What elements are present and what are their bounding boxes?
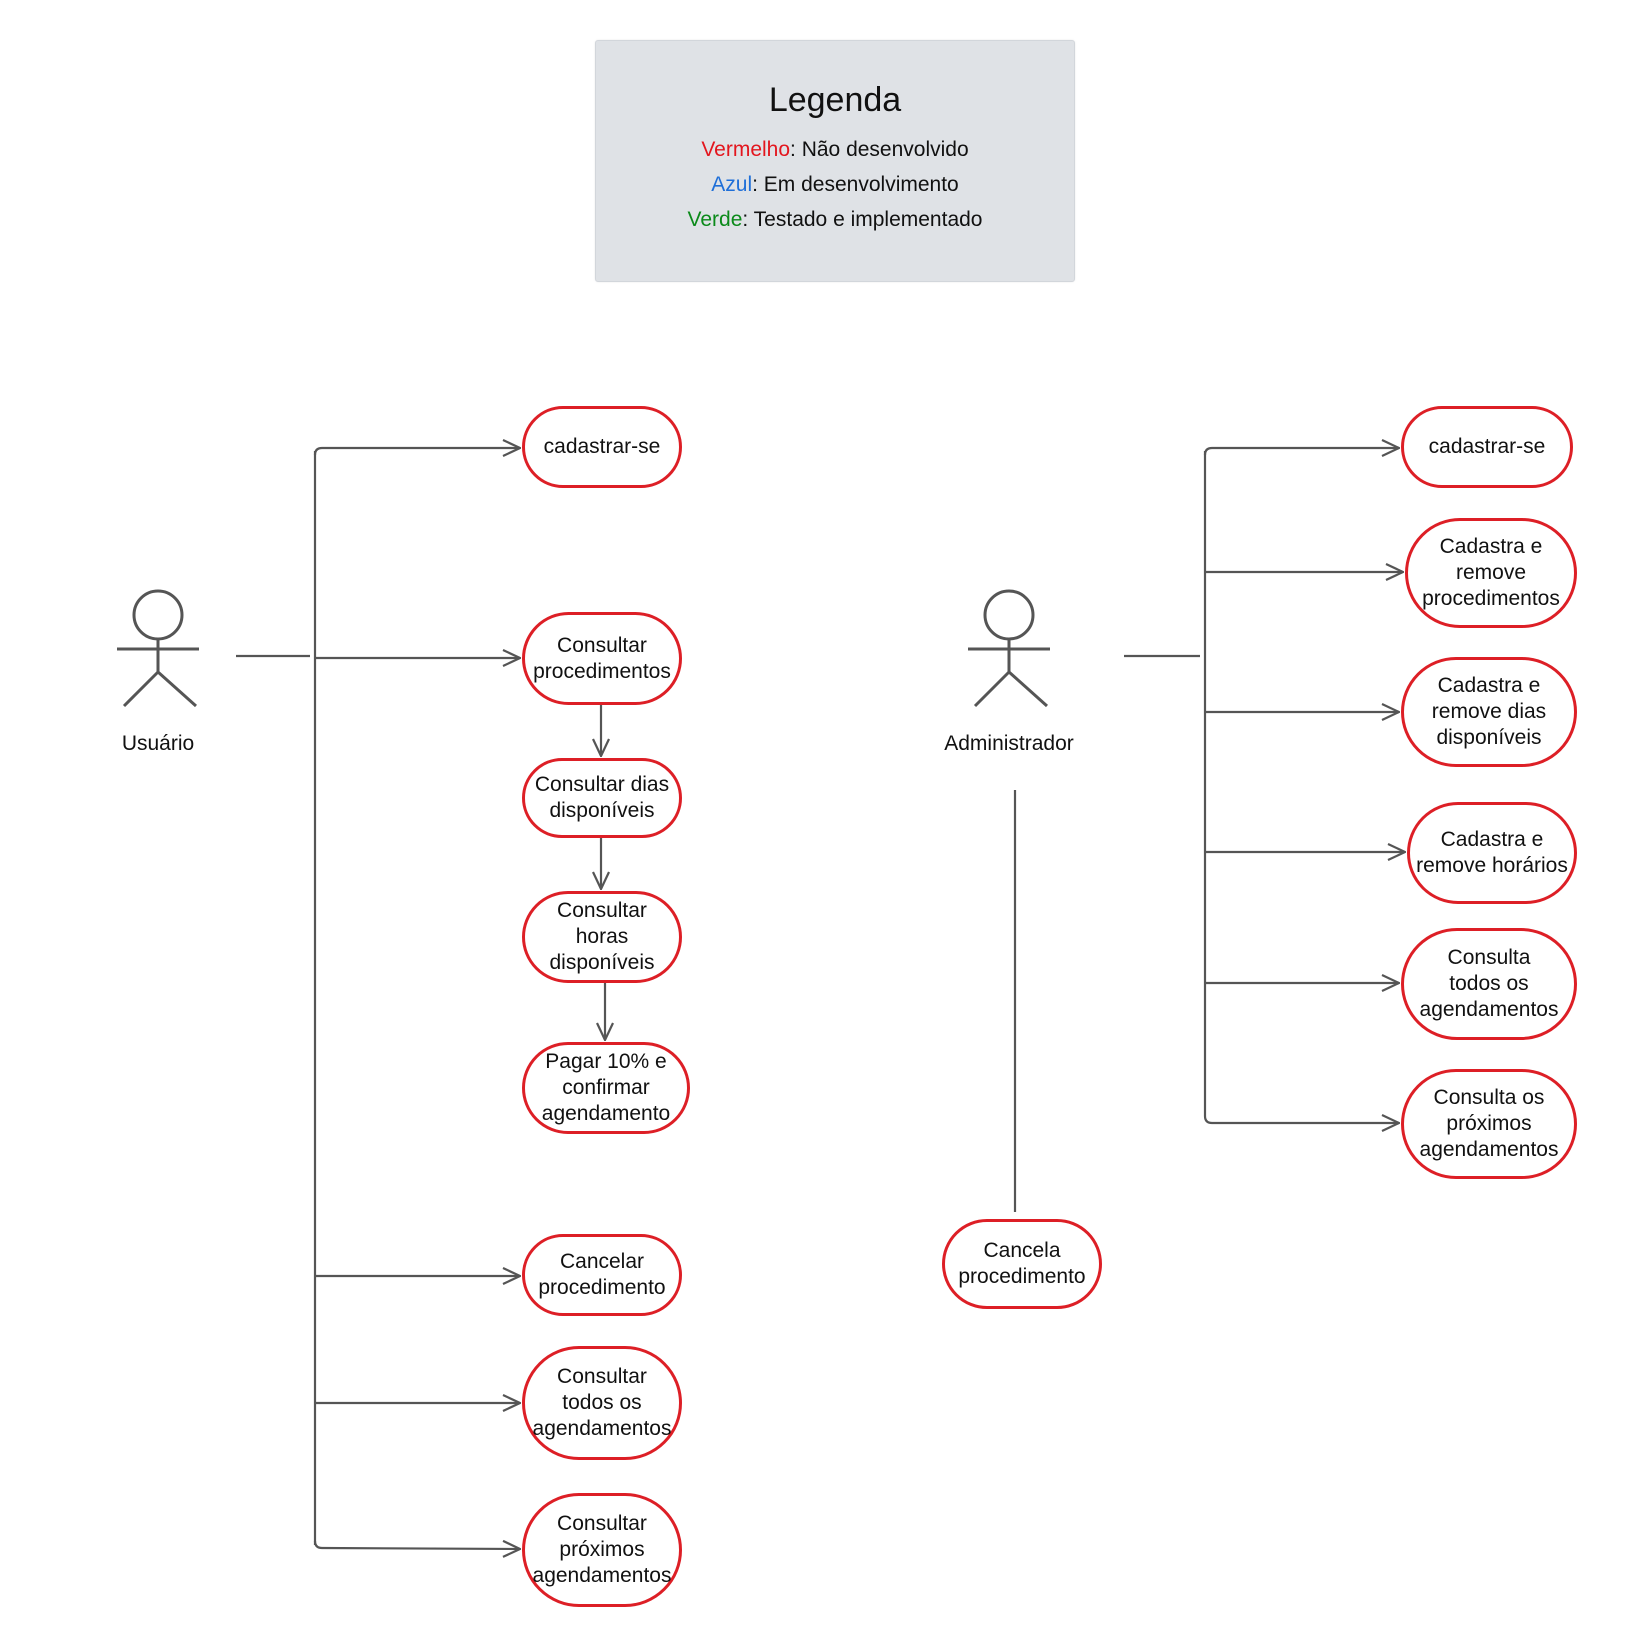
usecase-admin-cancela[interactable]: Cancela procedimento	[942, 1219, 1102, 1309]
usecase-admin-cadastrar[interactable]: cadastrar-se	[1401, 406, 1573, 488]
legend-box: Legenda Vermelho: Não desenvolvido Azul:…	[595, 40, 1075, 282]
legend-text-vermelho: : Não desenvolvido	[790, 138, 969, 161]
arrow-usuario-proximos	[313, 1541, 520, 1549]
legend-title: Legenda	[768, 81, 902, 119]
usecase-usuario-cancelar[interactable]: Cancelar procedimento	[522, 1234, 682, 1316]
usuario-connectors	[236, 448, 605, 1549]
arrow-admin-cadastrar	[1203, 448, 1399, 455]
usecase-usuario-consultar-dias[interactable]: Consultar dias disponíveis	[522, 758, 682, 838]
legend-key-vermelho: Vermelho	[701, 138, 791, 161]
legend-row-vermelho: Vermelho: Não desenvolvido	[596, 132, 1074, 167]
administrador-connectors	[1013, 448, 1405, 1212]
usecase-admin-dias[interactable]: Cadastra e remove dias disponíveis	[1401, 657, 1577, 767]
usecase-usuario-pagar-confirmar[interactable]: Pagar 10% e confirmar agendamento	[522, 1042, 690, 1134]
usecase-admin-horarios[interactable]: Cadastra e remove horários	[1407, 802, 1577, 904]
usecase-usuario-consultar-procedimentos[interactable]: Consultar procedimentos	[522, 612, 682, 705]
usecase-admin-todos[interactable]: Consulta todos os agendamentos	[1401, 928, 1577, 1040]
legend-text-verde: : Testado e implementado	[742, 208, 983, 231]
usecase-usuario-cadastrar[interactable]: cadastrar-se	[522, 406, 682, 488]
actor-administrador-figure[interactable]	[968, 589, 1050, 708]
usecase-usuario-consultar-proximos[interactable]: Consultar próximos agendamentos	[522, 1493, 682, 1607]
legend-text-azul: : Em desenvolvimento	[752, 173, 959, 196]
usecase-admin-proximos[interactable]: Consulta os próximos agendamentos	[1401, 1069, 1577, 1179]
usecase-usuario-consultar-todos[interactable]: Consultar todos os agendamentos	[522, 1346, 682, 1460]
actor-administrador-label: Administrador	[944, 732, 1074, 755]
usecase-admin-procedimentos[interactable]: Cadastra e remove procedimentos	[1405, 518, 1577, 628]
legend-key-azul: Azul	[711, 173, 753, 196]
usecase-usuario-consultar-horas[interactable]: Consultar horas disponíveis	[522, 891, 682, 983]
arrow-admin-proximos	[1203, 1116, 1399, 1123]
legend-row-azul: Azul: Em desenvolvimento	[596, 167, 1074, 202]
legend-key-verde: Verde	[687, 208, 743, 231]
actor-usuario-figure[interactable]	[117, 589, 199, 708]
legend-row-verde: Verde: Testado e implementado	[596, 202, 1074, 237]
arrow-usuario-cadastrar	[313, 448, 520, 455]
actor-usuario-label: Usuário	[121, 732, 195, 755]
